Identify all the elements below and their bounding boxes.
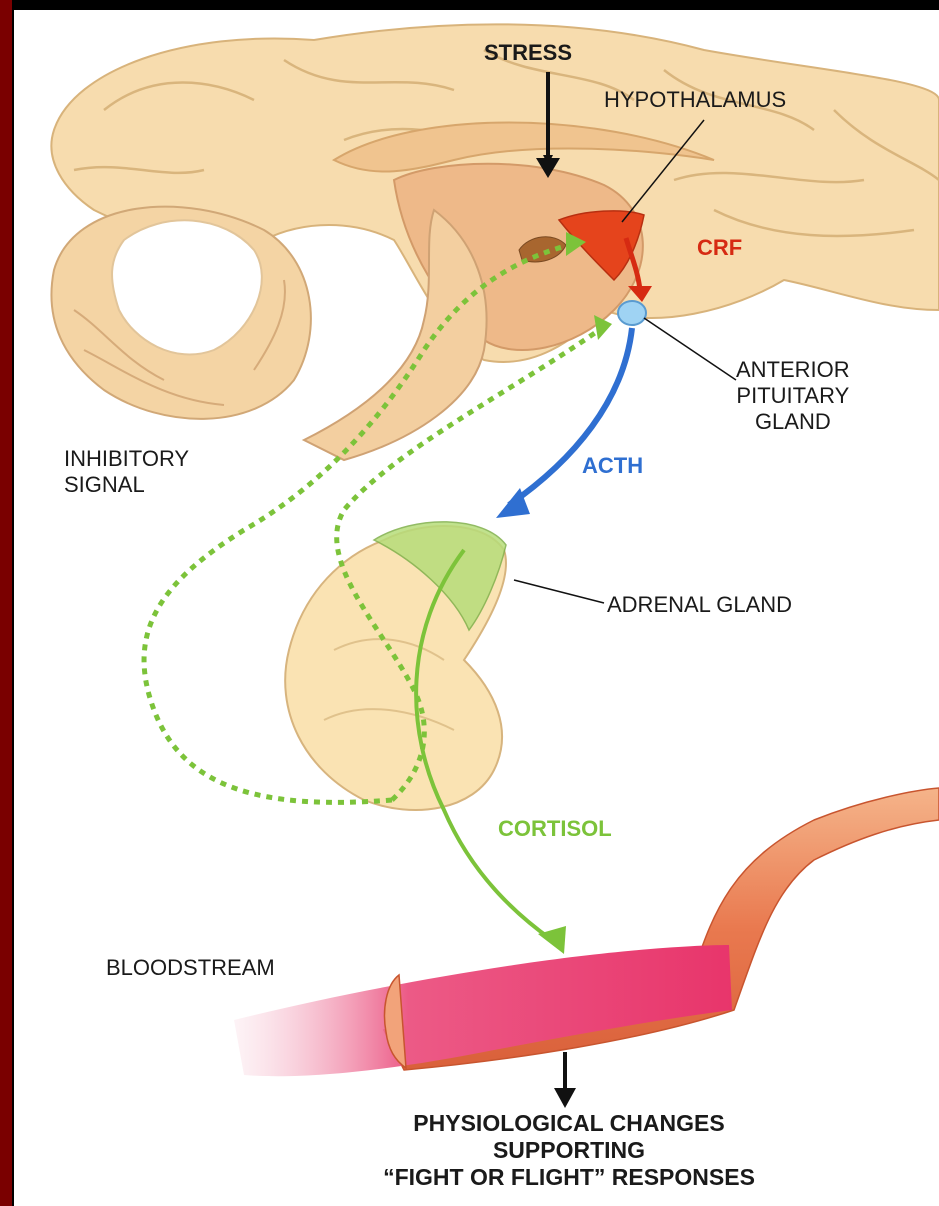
hpa-axis-illustration: [14, 10, 939, 1206]
label-acth: ACTH: [582, 453, 643, 479]
brainstem: [304, 210, 487, 460]
pituitary-gland-shape: [618, 301, 646, 325]
label-bloodstream: BLOODSTREAM: [106, 955, 275, 981]
adrenal-leader: [514, 580, 604, 603]
label-stress: STRESS: [484, 40, 572, 66]
left-border: [0, 0, 12, 1206]
pituitary-leader: [644, 318, 736, 380]
diagram-canvas: STRESS HYPOTHALAMUS CRF ANTERIOR PITUITA…: [14, 10, 939, 1206]
label-anterior-pituitary-gland: ANTERIOR PITUITARY GLAND: [736, 357, 850, 435]
cortisol-arrowhead: [538, 926, 566, 954]
label-cortisol: CORTISOL: [498, 816, 612, 842]
label-adrenal-gland: ADRENAL GLAND: [607, 592, 792, 618]
label-crf: CRF: [697, 235, 742, 261]
label-physiological-changes: PHYSIOLOGICAL CHANGES SUPPORTING “FIGHT …: [309, 1110, 829, 1191]
output-arrowhead: [554, 1088, 576, 1108]
label-inhibitory-signal: INHIBITORY SIGNAL: [64, 446, 189, 498]
label-hypothalamus: HYPOTHALAMUS: [604, 87, 786, 113]
